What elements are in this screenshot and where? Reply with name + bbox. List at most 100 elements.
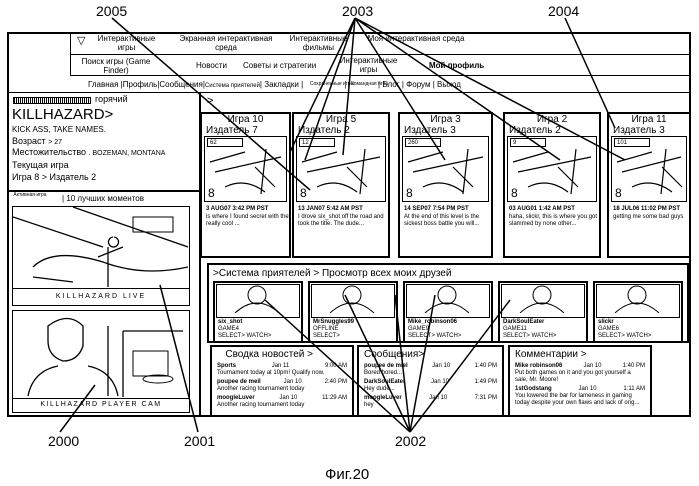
game-card[interactable]: Игра 3 Издатель 3 260 8 14 SEP07 7:54 PM… bbox=[398, 112, 493, 258]
nav-forum[interactable]: Форум bbox=[406, 77, 430, 92]
nav-home[interactable]: Главная bbox=[88, 77, 118, 92]
friend-avatar[interactable] bbox=[311, 284, 395, 318]
friend-card[interactable]: Mike_robinson06GAME9SELECT> WATCH> bbox=[403, 281, 493, 343]
game-card[interactable]: Игра 2 Издатель 2 9 8 03 AUG01 1:42 AM P… bbox=[503, 112, 601, 258]
menu-screen-env[interactable]: Экранная интерактивная среда bbox=[171, 34, 281, 52]
nav-blog[interactable]: Блог bbox=[382, 77, 399, 92]
game-sketch: 8 bbox=[205, 137, 288, 199]
profile-panel: горячий KILLHAZARD> KICK ASS, TAKE NAMES… bbox=[7, 92, 201, 417]
gamer-name[interactable]: KILLHAZARD> bbox=[12, 106, 113, 123]
svg-text:8: 8 bbox=[511, 186, 518, 199]
svg-text:8: 8 bbox=[208, 186, 215, 199]
game-card[interactable]: Игра 10 Издатель 7 62 8 3 AUG07 3:42 PM … bbox=[200, 112, 291, 258]
item-date: Jan 10 bbox=[583, 363, 601, 370]
friend-actions[interactable]: SELECT> bbox=[313, 333, 396, 340]
top-10-moments[interactable]: | 10 лучших моментов bbox=[62, 194, 144, 203]
friend-card[interactable]: six_shotGAME4SELECT> WATCH> bbox=[213, 281, 303, 343]
friend-name: six_shot bbox=[218, 319, 242, 325]
game-title: Игра 11 bbox=[609, 114, 689, 125]
post-text: At the end of this level is the sickest … bbox=[404, 214, 491, 229]
player-cam-sketch bbox=[13, 311, 188, 397]
figure-caption: Фиг.20 bbox=[325, 466, 369, 483]
menu-game-finder[interactable]: Поиск игры (Game Finder) bbox=[81, 57, 151, 75]
svg-text:8: 8 bbox=[300, 186, 307, 199]
item-time: 7:31 PM bbox=[475, 395, 497, 402]
player-cam[interactable]: KILLHAZARD PLAYER CAM bbox=[12, 310, 190, 413]
nav-saved-games[interactable]: Сохраненные игры bbox=[310, 82, 340, 87]
item-from: moogleLuver bbox=[364, 395, 402, 402]
game-screenshot[interactable]: 9 8 bbox=[507, 136, 597, 202]
game-card[interactable]: Игра 11 Издатель 3 101 8 18 JUL06 11:02 … bbox=[607, 112, 691, 258]
current-game[interactable]: Игра 8 > Издатель 2 bbox=[12, 172, 96, 182]
friend-avatar[interactable] bbox=[596, 284, 680, 318]
friend-card[interactable]: slickrGAME6SELECT> WATCH> bbox=[593, 281, 683, 343]
buddy-title[interactable]: Система приятелей bbox=[219, 268, 311, 279]
nav-logout[interactable]: Выход bbox=[437, 77, 461, 92]
friend-card[interactable]: MrSnuggles99OFFLINESELECT> bbox=[308, 281, 398, 343]
friend-avatar[interactable] bbox=[216, 284, 300, 318]
friend-actions[interactable]: SELECT> WATCH> bbox=[598, 333, 681, 340]
game-title: Игра 2 bbox=[505, 114, 599, 125]
item-text: Tournament today at 10pm! Qualify now. bbox=[217, 370, 347, 377]
item-text: Bored bored... bbox=[364, 370, 497, 377]
item-text: Put both games on it and you got yoursel… bbox=[515, 370, 645, 384]
item-from: 1stGodstang bbox=[515, 386, 552, 393]
friend-status: GAME4 bbox=[218, 326, 301, 333]
game-screenshot[interactable]: 12 8 bbox=[296, 136, 386, 202]
messages-item[interactable]: poupee de miel Jan 10 1:40 PMBored bored..… bbox=[364, 363, 497, 377]
item-time: 1:40 PM bbox=[475, 363, 497, 370]
menu-news[interactable]: Новости bbox=[196, 61, 227, 70]
comments-item[interactable]: 1stGodstangJan 101:11 AMYou lowered the … bbox=[515, 386, 645, 407]
menu-interactive-games-2[interactable]: Интерактивные игры bbox=[336, 56, 401, 74]
game-sketch: 8 bbox=[612, 137, 688, 199]
live-view[interactable]: KILLHAZARD LIVE bbox=[12, 206, 190, 306]
dropdown-triangle-icon[interactable]: ▽ bbox=[77, 37, 85, 46]
nav-profile[interactable]: Профиль bbox=[123, 77, 158, 92]
view-all-friends[interactable]: Просмотр всех моих друзей bbox=[322, 268, 451, 279]
friend-actions[interactable]: SELECT> WATCH> bbox=[218, 333, 301, 340]
chevron-icon[interactable]: > bbox=[207, 95, 213, 107]
menu-interactive-films[interactable]: Интерактивные фильмы bbox=[281, 34, 356, 52]
menu-interactive-games[interactable]: Интерактивные игры bbox=[89, 34, 164, 52]
friend-avatar[interactable] bbox=[406, 284, 490, 318]
news-item[interactable]: moogleLuverJan 1011:29 AMAnother racing … bbox=[217, 395, 347, 409]
game-sketch: 8 bbox=[297, 137, 387, 199]
nav-team-game[interactable]: Командная игра bbox=[351, 82, 376, 87]
top-menu: ▽ Интерактивные игры Экранная интерактив… bbox=[70, 32, 691, 55]
game-screenshot[interactable]: 101 8 bbox=[611, 136, 687, 202]
news-item[interactable]: poupee de meilJan 102:40 PMAnother racin… bbox=[217, 379, 347, 393]
friend-card[interactable]: DarkSoulEaterGAME11SELECT> WATCH> bbox=[498, 281, 588, 343]
item-text: Another racing tournament today bbox=[217, 386, 347, 393]
friend-name: slickr bbox=[598, 319, 614, 325]
news-item[interactable]: SportsJan 119:00 AMTournament today at 1… bbox=[217, 363, 347, 377]
messages-title[interactable]: Сообщения> bbox=[364, 349, 497, 360]
messages-item[interactable]: moogleLuverJan 107:31 PMhey bbox=[364, 395, 497, 409]
tagline: KICK ASS, TAKE NAMES. bbox=[12, 125, 106, 134]
item-date: Jan 10 bbox=[432, 363, 450, 370]
svg-text:8: 8 bbox=[615, 186, 622, 199]
nav-bookmarks[interactable]: Закладки bbox=[264, 77, 299, 92]
nav-messages[interactable]: Сообщения bbox=[159, 77, 202, 92]
item-from: moogleLuver bbox=[217, 395, 255, 402]
menu-my-env[interactable]: Моя интерактивная среда bbox=[366, 34, 466, 43]
item-from: poupee de miel bbox=[364, 363, 408, 370]
friend-actions[interactable]: SELECT> WATCH> bbox=[503, 333, 586, 340]
messages-item[interactable]: DarkSoulEaterJan 101:49 PMHey dude... bbox=[364, 379, 497, 393]
menu-tips[interactable]: Советы и стратегии bbox=[243, 61, 316, 70]
friend-actions[interactable]: SELECT> WATCH> bbox=[408, 333, 491, 340]
hotness-meter bbox=[13, 97, 91, 104]
friend-avatar[interactable] bbox=[501, 284, 585, 318]
game-card[interactable]: Игра 5 Издатель 2 12 8 13 JAN07 5:42 AM … bbox=[292, 112, 390, 258]
item-time: 2:40 PM bbox=[325, 379, 347, 386]
comments-title[interactable]: Комментарии > bbox=[515, 349, 645, 360]
buddy-section: >Система приятелей > Просмотр всех моих … bbox=[207, 263, 689, 343]
messages-box: Сообщения> poupee de miel Jan 10 1:40 PMBor… bbox=[357, 345, 504, 417]
comments-item[interactable]: Mike robinson06Jan 101:40 PMPut both gam… bbox=[515, 363, 645, 384]
menu-my-profile[interactable]: Мой профиль bbox=[429, 61, 484, 70]
game-screenshot[interactable]: 260 8 bbox=[402, 136, 489, 202]
item-time: 1:49 PM bbox=[475, 379, 497, 386]
item-from: poupee de meil bbox=[217, 379, 261, 386]
item-from: Sports bbox=[217, 363, 236, 370]
game-screenshot[interactable]: 62 8 bbox=[204, 136, 287, 202]
news-title[interactable]: Сводка новостей > bbox=[217, 349, 347, 360]
